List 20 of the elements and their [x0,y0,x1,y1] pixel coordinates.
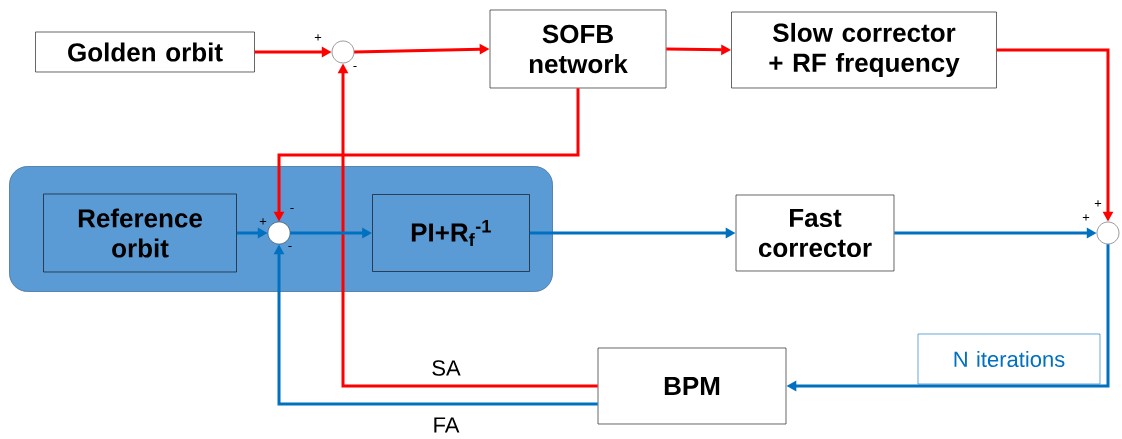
sign-label: + [259,218,267,225]
block-box: Reference orbit [43,193,237,273]
summing-junction [1096,221,1120,245]
summing-junction [267,221,291,245]
sign-label: + [1082,214,1090,221]
summing-junction [331,40,355,64]
note-box: N iterations [917,333,1101,385]
edge-label: SA [430,359,462,377]
block-box: Golden orbit [35,31,255,73]
sign-label: - [290,208,294,210]
block-box: SOFB network [489,9,667,89]
block-box: Fast corrector [735,194,895,272]
edge-label: FA [431,416,461,434]
block-box: BPM [597,347,787,425]
block-box: Slow corrector + RF frequency [731,11,997,89]
sign-label: - [353,66,357,68]
sign-label: + [1094,200,1102,207]
block-box: PI+R$_{f}$-1 [372,194,530,272]
sign-label: + [314,34,322,41]
sign-label: - [288,246,292,248]
